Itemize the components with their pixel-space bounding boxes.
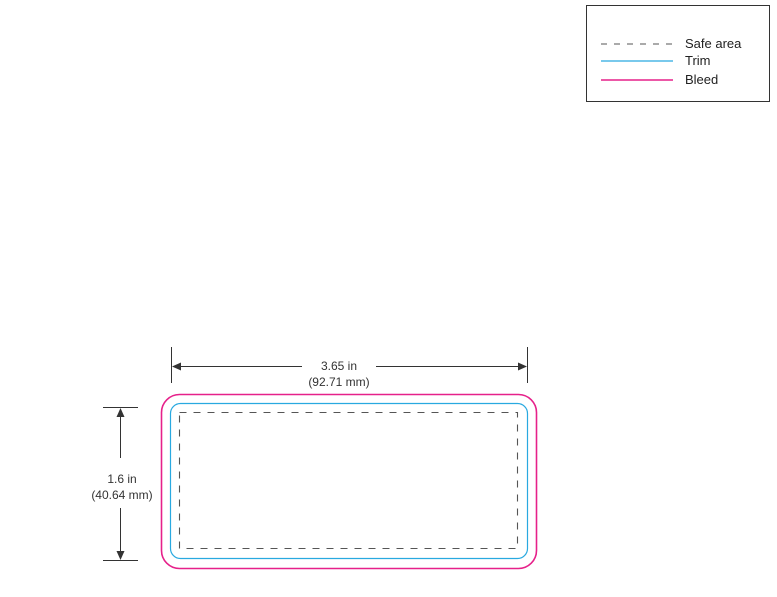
legend-label-trim: Trim: [685, 53, 711, 68]
legend-label-bleed: Bleed: [685, 72, 719, 87]
height-label: 1.6 in: [107, 472, 136, 486]
legend-item-bleed: Bleed: [587, 70, 769, 90]
bleed-outline: [160, 393, 538, 570]
width-label-metric: (92.71 mm): [308, 375, 369, 389]
height-dimension: [103, 407, 138, 561]
bleed-line-swatch: [601, 79, 673, 81]
width-dimension: [171, 347, 528, 383]
legend-item-safe-area: Safe area: [587, 34, 769, 54]
legend: Safe area Trim Bleed: [586, 5, 770, 102]
legend-item-trim: Trim: [587, 51, 769, 71]
trim-line-swatch: [601, 60, 673, 62]
height-label-metric: (40.64 mm): [91, 488, 152, 502]
width-label: 3.65 in: [321, 359, 357, 373]
trim-outline: [169, 402, 529, 560]
safe-area-outline: [178, 411, 519, 550]
legend-label-safe-area: Safe area: [685, 36, 742, 51]
